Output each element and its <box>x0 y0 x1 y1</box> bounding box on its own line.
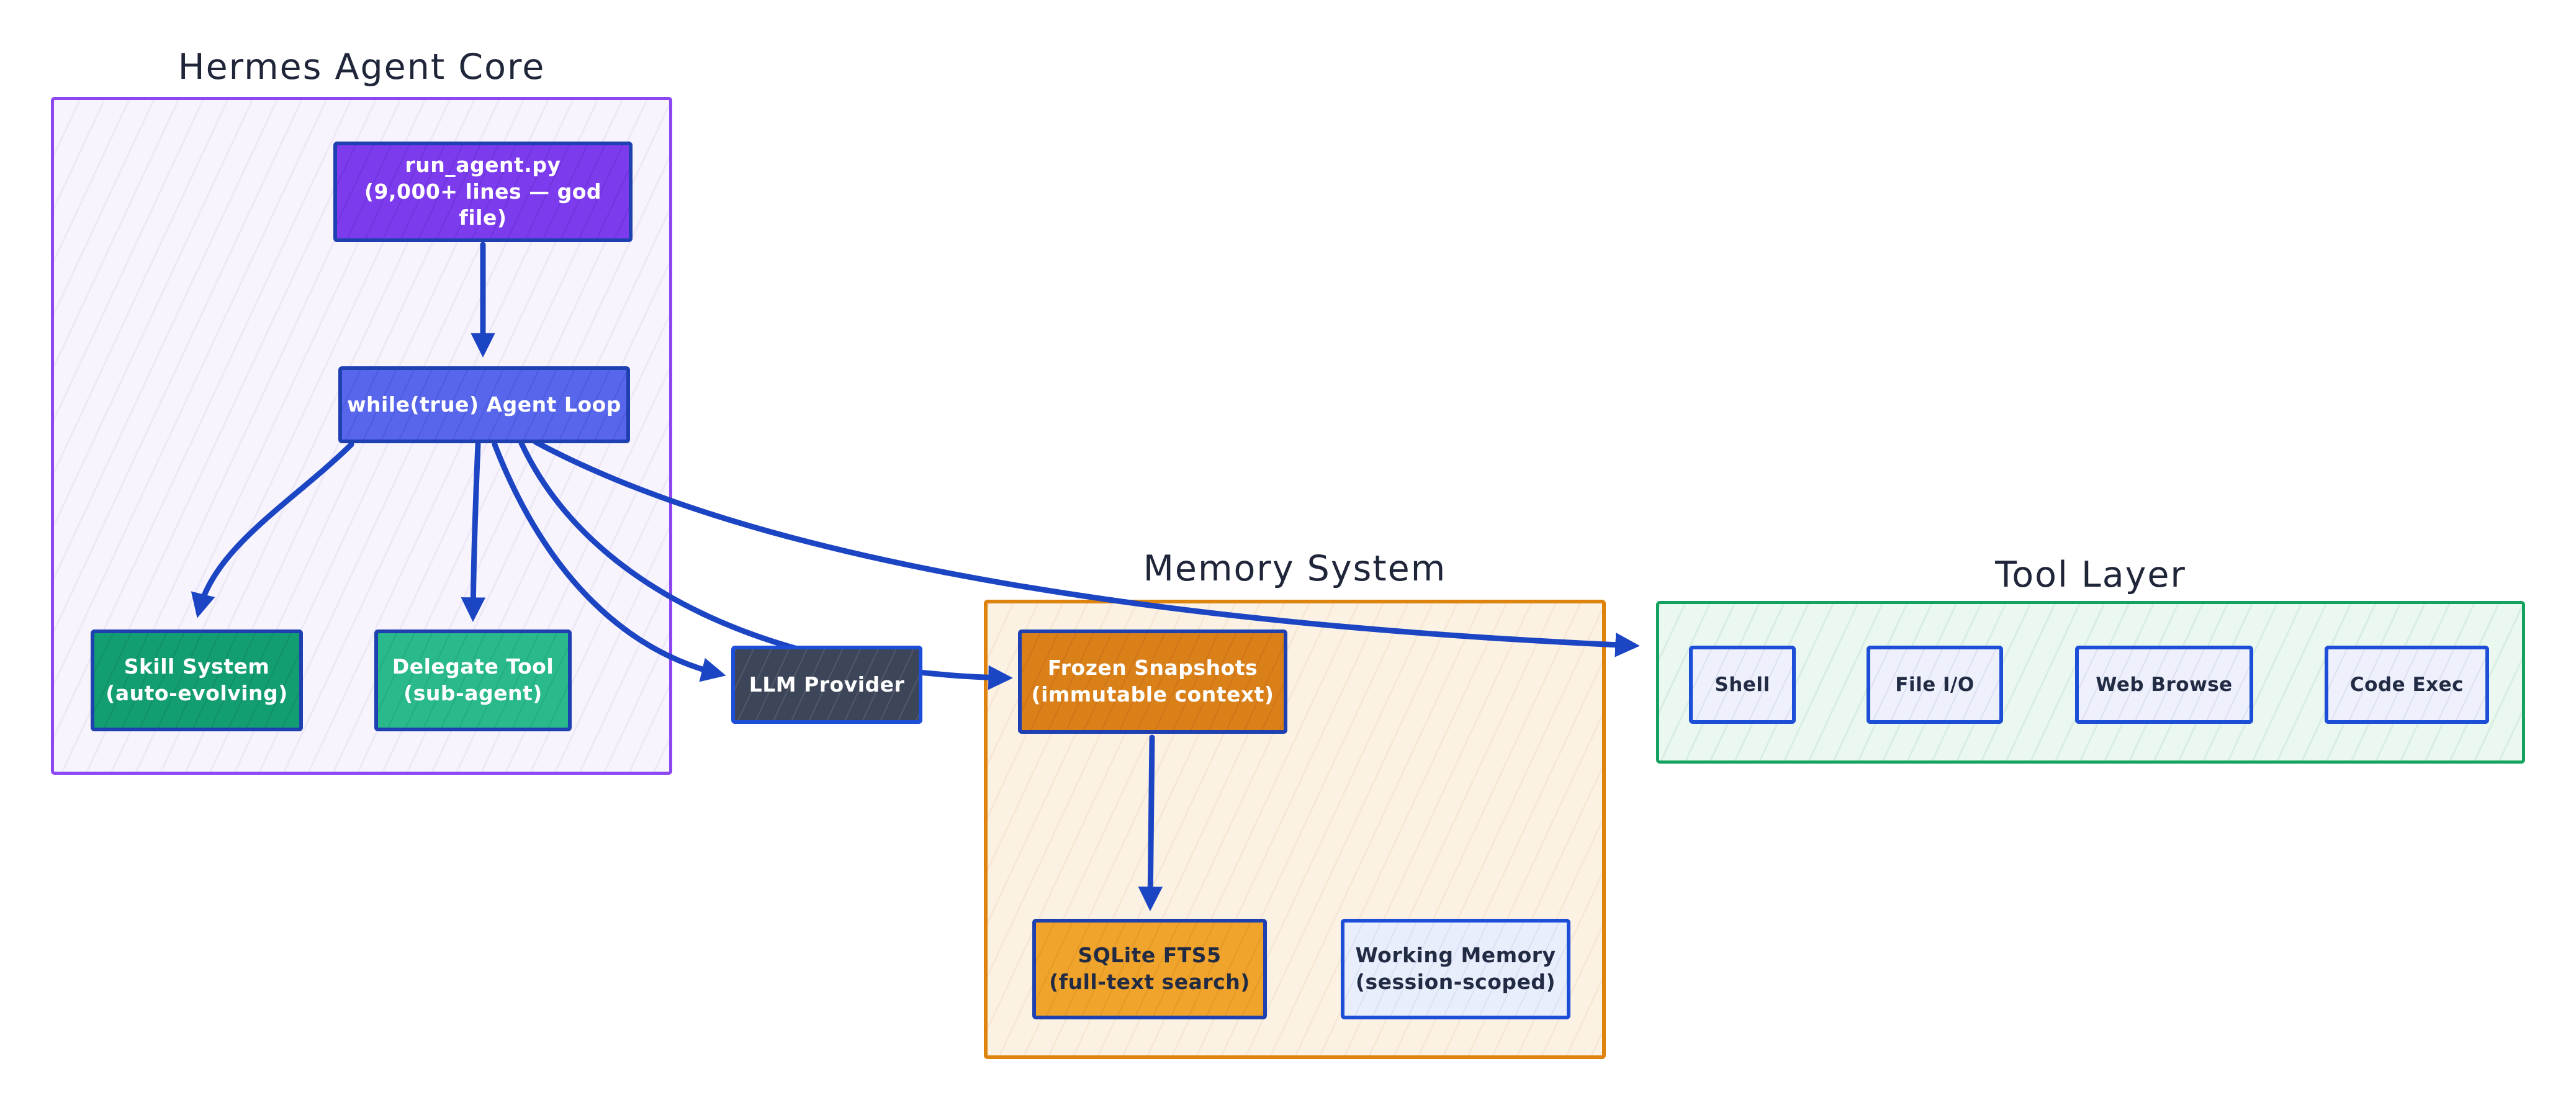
node-frozen-snapshots: Frozen Snapshots (immutable context) <box>1018 629 1287 734</box>
node-title: Shell <box>1714 673 1770 696</box>
node-title: Working Memory <box>1355 943 1556 968</box>
node-title: SQLite FTS5 <box>1078 943 1222 968</box>
node-run-agent-py: run_agent.py (9,000+ lines — god file) <box>333 142 633 242</box>
node-title: Web Browse <box>2096 673 2233 696</box>
node-agent-loop: while(true) Agent Loop <box>338 366 630 443</box>
node-subtitle: (full-text search) <box>1049 970 1250 994</box>
node-title: Delegate Tool <box>392 654 554 679</box>
edge-agent-loop-to-tool-layer <box>533 439 1640 657</box>
node-subtitle: (session-scoped) <box>1355 970 1556 994</box>
node-title: Skill System <box>124 654 270 679</box>
group-title-tool-layer: Tool Layer <box>1995 554 2186 595</box>
node-title: Frozen Snapshots <box>1047 656 1258 680</box>
edge-agent-loop-to-frozen-snapshots <box>518 440 1013 690</box>
node-shell: Shell <box>1689 646 1796 724</box>
node-subtitle: (immutable context) <box>1031 682 1274 706</box>
node-code-exec: Code Exec <box>2325 646 2489 724</box>
node-title: File I/O <box>1895 673 1975 696</box>
edge-agent-loop-to-skill-system <box>191 441 354 618</box>
node-subtitle: (9,000+ lines — god file) <box>364 179 602 230</box>
edge-agent-loop-to-llm-provider <box>492 441 726 682</box>
node-title: Code Exec <box>2349 673 2464 696</box>
node-delegate-tool: Delegate Tool (sub-agent) <box>374 629 572 731</box>
node-subtitle: (auto-evolving) <box>106 681 288 705</box>
node-title: LLM Provider <box>749 672 905 697</box>
node-title: run_agent.py <box>405 152 561 177</box>
node-file-io: File I/O <box>1867 646 2003 724</box>
node-title: while(true) Agent Loop <box>347 392 621 417</box>
node-subtitle: (sub-agent) <box>403 681 543 705</box>
node-web-browse: Web Browse <box>2075 646 2253 724</box>
node-llm-provider: LLM Provider <box>731 646 922 724</box>
edge-agent-loop-to-delegate-tool <box>461 441 486 622</box>
node-working-memory: Working Memory (session-scoped) <box>1341 919 1570 1019</box>
group-title-hermes-agent-core: Hermes Agent Core <box>178 47 546 88</box>
node-sqlite-fts5: SQLite FTS5 (full-text search) <box>1032 919 1267 1019</box>
edge-frozen-snapshots-to-sqlite-fts5 <box>1138 734 1163 911</box>
node-skill-system: Skill System (auto-evolving) <box>91 629 303 731</box>
group-title-memory-system: Memory System <box>1143 548 1447 589</box>
